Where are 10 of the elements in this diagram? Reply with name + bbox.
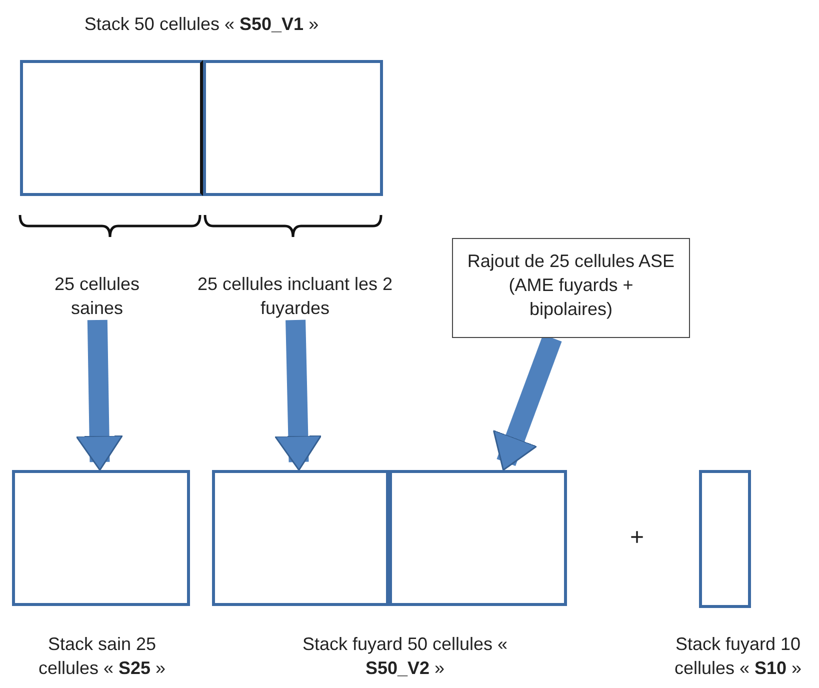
group-label: 25 cellules saines	[27, 272, 167, 320]
caption-text: Stack 50 cellules « S50_V1 »	[83, 13, 320, 36]
block-arrow	[76, 320, 124, 471]
caption-text: Stack fuyard 10 cellules « S10 »	[673, 633, 803, 680]
caption-text: Stack sain 25 cellules « S25 »	[37, 633, 167, 680]
caption-text: Stack fuyard 50 cellules « S50_V2 »	[301, 633, 509, 680]
group-label: 25 cellules incluant les 2 fuyardes	[190, 272, 400, 320]
note-box: Rajout de 25 cellules ASE (AME fuyards + bipolaires)	[452, 238, 690, 338]
plus-sign: +	[628, 526, 645, 550]
block-arrow	[274, 320, 322, 471]
